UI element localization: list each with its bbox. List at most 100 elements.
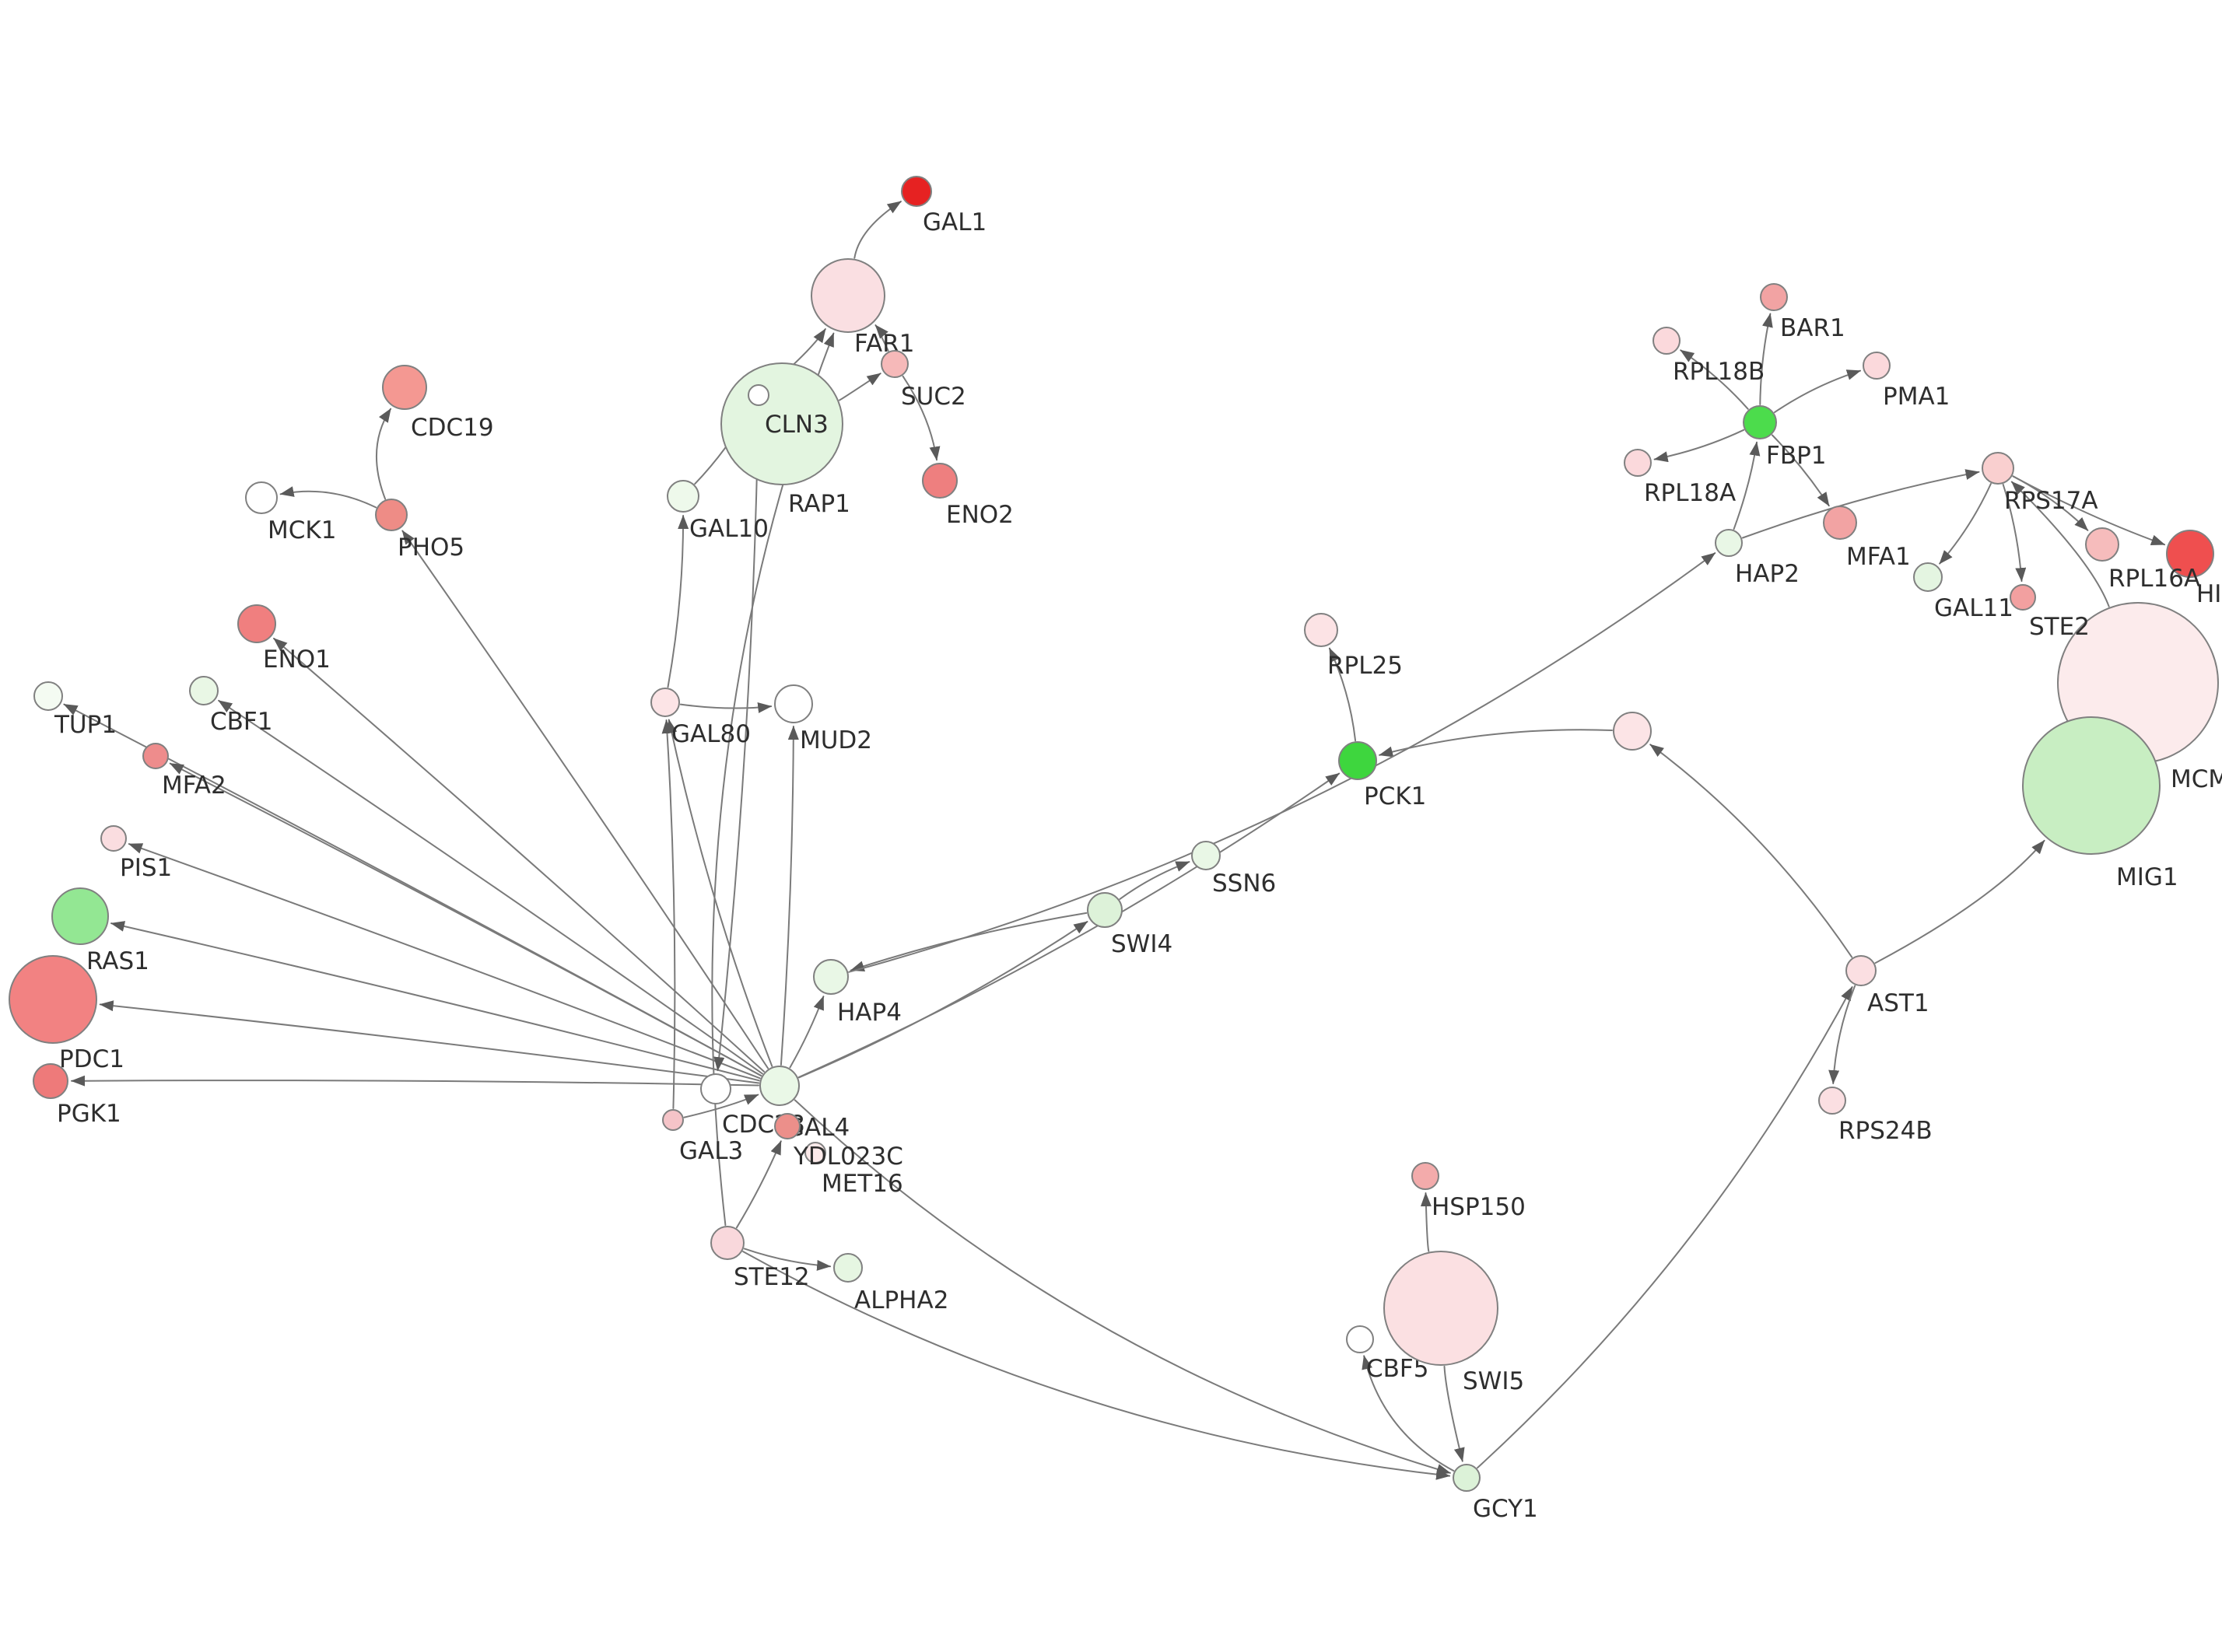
edge-gal4-pck1[interactable] bbox=[797, 772, 1341, 1078]
node-gal4[interactable] bbox=[759, 1066, 800, 1106]
node-gal11[interactable] bbox=[1913, 562, 1943, 592]
edge-gal4-hap4[interactable] bbox=[789, 996, 825, 1069]
node-alpha2[interactable] bbox=[833, 1253, 863, 1283]
node-cbf1[interactable] bbox=[189, 676, 219, 705]
edge-gal4-ras1[interactable] bbox=[110, 921, 760, 1082]
edge-ste12-ydl023c[interactable] bbox=[735, 1140, 782, 1229]
edge-cln3-cdc28[interactable] bbox=[713, 406, 759, 1072]
node-met16[interactable] bbox=[804, 1142, 826, 1164]
edge-gal4-pdc1[interactable] bbox=[99, 1000, 760, 1084]
edge-suc2-far1[interactable] bbox=[874, 324, 889, 352]
edge-pho5-cdc19[interactable] bbox=[375, 408, 392, 500]
node-pdc1[interactable] bbox=[9, 955, 97, 1044]
node-gal10[interactable] bbox=[667, 480, 699, 513]
edge-suc2-eno2[interactable] bbox=[902, 375, 941, 461]
edge-ste12-alpha2[interactable] bbox=[743, 1248, 832, 1271]
edge-fbp1-rpl18b[interactable] bbox=[1680, 349, 1749, 410]
edge-pck1-rpl25[interactable] bbox=[1328, 647, 1357, 742]
node-rpl18a[interactable] bbox=[1624, 449, 1652, 477]
node-rpl25[interactable] bbox=[1304, 613, 1338, 647]
node-cdc28[interactable] bbox=[700, 1073, 731, 1104]
node-hsp150[interactable] bbox=[1411, 1162, 1439, 1190]
node-hap2[interactable] bbox=[1715, 529, 1743, 557]
node-mfa2[interactable] bbox=[142, 743, 169, 769]
edge-gal4-gcy1[interactable] bbox=[794, 1099, 1451, 1475]
node-gal80[interactable] bbox=[650, 688, 680, 717]
edge-gal4-mud2[interactable] bbox=[780, 726, 799, 1066]
edge-gal4-cbf1[interactable] bbox=[218, 699, 763, 1075]
edge-swi5-gcy1[interactable] bbox=[1443, 1365, 1465, 1462]
node-gal1[interactable] bbox=[901, 176, 932, 207]
edge-gal80-mud2[interactable] bbox=[679, 702, 773, 713]
node-mck1[interactable] bbox=[245, 481, 278, 514]
edge-unl2-pck1[interactable] bbox=[1379, 729, 1613, 758]
edge-gal3-gal4[interactable] bbox=[683, 1094, 759, 1118]
node-pgk1[interactable] bbox=[33, 1063, 68, 1099]
node-far1[interactable] bbox=[811, 258, 885, 333]
node-suc2[interactable] bbox=[881, 350, 909, 378]
edge-gal4-gal80[interactable] bbox=[666, 719, 773, 1067]
node-ast1[interactable] bbox=[1845, 955, 1877, 986]
edge-gal4-pis1[interactable] bbox=[128, 843, 761, 1080]
edge-ast1-rps24b[interactable] bbox=[1828, 985, 1856, 1084]
node-pma1[interactable] bbox=[1863, 352, 1891, 380]
edge-fbp1-mfa1[interactable] bbox=[1772, 434, 1830, 507]
node-cdc19[interactable] bbox=[382, 365, 427, 410]
node-mud2[interactable] bbox=[774, 684, 813, 723]
edge-ast1-unl2[interactable] bbox=[1649, 744, 1853, 958]
node-ras1[interactable] bbox=[51, 887, 109, 945]
node-ste12[interactable] bbox=[710, 1226, 745, 1260]
node-hap4[interactable] bbox=[813, 959, 849, 995]
edge-gcy1-ast1[interactable] bbox=[1477, 986, 1853, 1469]
node-cbf5[interactable] bbox=[1346, 1325, 1374, 1353]
node-cln3[interactable] bbox=[748, 384, 769, 406]
edge-rps17a-gal11[interactable] bbox=[1939, 483, 1992, 565]
node-swi4[interactable] bbox=[1087, 892, 1123, 928]
edge-fbp1-bar1[interactable] bbox=[1759, 313, 1773, 405]
node-eno2[interactable] bbox=[922, 463, 958, 499]
node-rpl18b[interactable] bbox=[1652, 327, 1681, 355]
node-mig1[interactable] bbox=[2022, 716, 2161, 855]
node-pho5[interactable] bbox=[375, 499, 408, 531]
node-bar1[interactable] bbox=[1760, 283, 1788, 311]
node-mfa1[interactable] bbox=[1823, 506, 1857, 540]
edge-gal4-eno1[interactable] bbox=[273, 637, 765, 1073]
edge-fbp1-rpl18a[interactable] bbox=[1653, 429, 1745, 463]
edge-gal4-pho5[interactable] bbox=[401, 530, 769, 1069]
node-tup1[interactable] bbox=[33, 681, 63, 711]
edge-hap2-fbp1[interactable] bbox=[1733, 441, 1761, 530]
node-fbp1[interactable] bbox=[1743, 405, 1777, 439]
edge-hap2-rps17a[interactable] bbox=[1741, 469, 1980, 539]
node-eno1[interactable] bbox=[237, 604, 276, 643]
node-his4[interactable] bbox=[2166, 530, 2214, 578]
node-pck1[interactable] bbox=[1338, 741, 1377, 780]
edge-rps17a-his4[interactable] bbox=[2012, 475, 2166, 546]
edge-gal4-mfa2[interactable] bbox=[169, 762, 762, 1077]
node-ste2[interactable] bbox=[2010, 584, 2036, 611]
node-pis1[interactable] bbox=[100, 825, 127, 852]
edge-far1-gal1[interactable] bbox=[853, 201, 902, 259]
node-unlabeled[interactable] bbox=[1613, 712, 1652, 751]
node-gal3[interactable] bbox=[662, 1109, 684, 1131]
edge-gal3-gal80[interactable] bbox=[661, 719, 676, 1109]
node-swi5[interactable] bbox=[1383, 1251, 1498, 1366]
edge-hap4-hap2[interactable] bbox=[848, 552, 1716, 973]
edge-gal80-gal10[interactable] bbox=[667, 515, 689, 688]
edge-gal4-pgk1[interactable] bbox=[71, 1075, 759, 1087]
node-rpl16a[interactable] bbox=[2085, 527, 2119, 562]
node-rps17a[interactable] bbox=[1982, 452, 2014, 485]
edge-mcm1-rps17a[interactable] bbox=[2010, 481, 2110, 607]
node-gcy1[interactable] bbox=[1453, 1464, 1481, 1492]
edge-ste12-gcy1[interactable] bbox=[742, 1251, 1451, 1480]
edge-pho5-mck1[interactable] bbox=[279, 486, 377, 509]
node-ssn6[interactable] bbox=[1191, 841, 1221, 870]
node-ydl023c[interactable] bbox=[774, 1113, 801, 1139]
node-rps24b[interactable] bbox=[1818, 1087, 1846, 1115]
edge-fbp1-pma1[interactable] bbox=[1774, 369, 1861, 414]
edge-swi4-ssn6[interactable] bbox=[1119, 861, 1190, 900]
edge-rap1-suc2[interactable] bbox=[839, 373, 881, 401]
edge-swi5-hsp150[interactable] bbox=[1420, 1192, 1432, 1252]
edge-ast1-mig1[interactable] bbox=[1874, 839, 2045, 964]
edge-gcy1-cbf5[interactable] bbox=[1362, 1355, 1455, 1472]
edge-rps17a-ste2[interactable] bbox=[2002, 484, 2027, 583]
